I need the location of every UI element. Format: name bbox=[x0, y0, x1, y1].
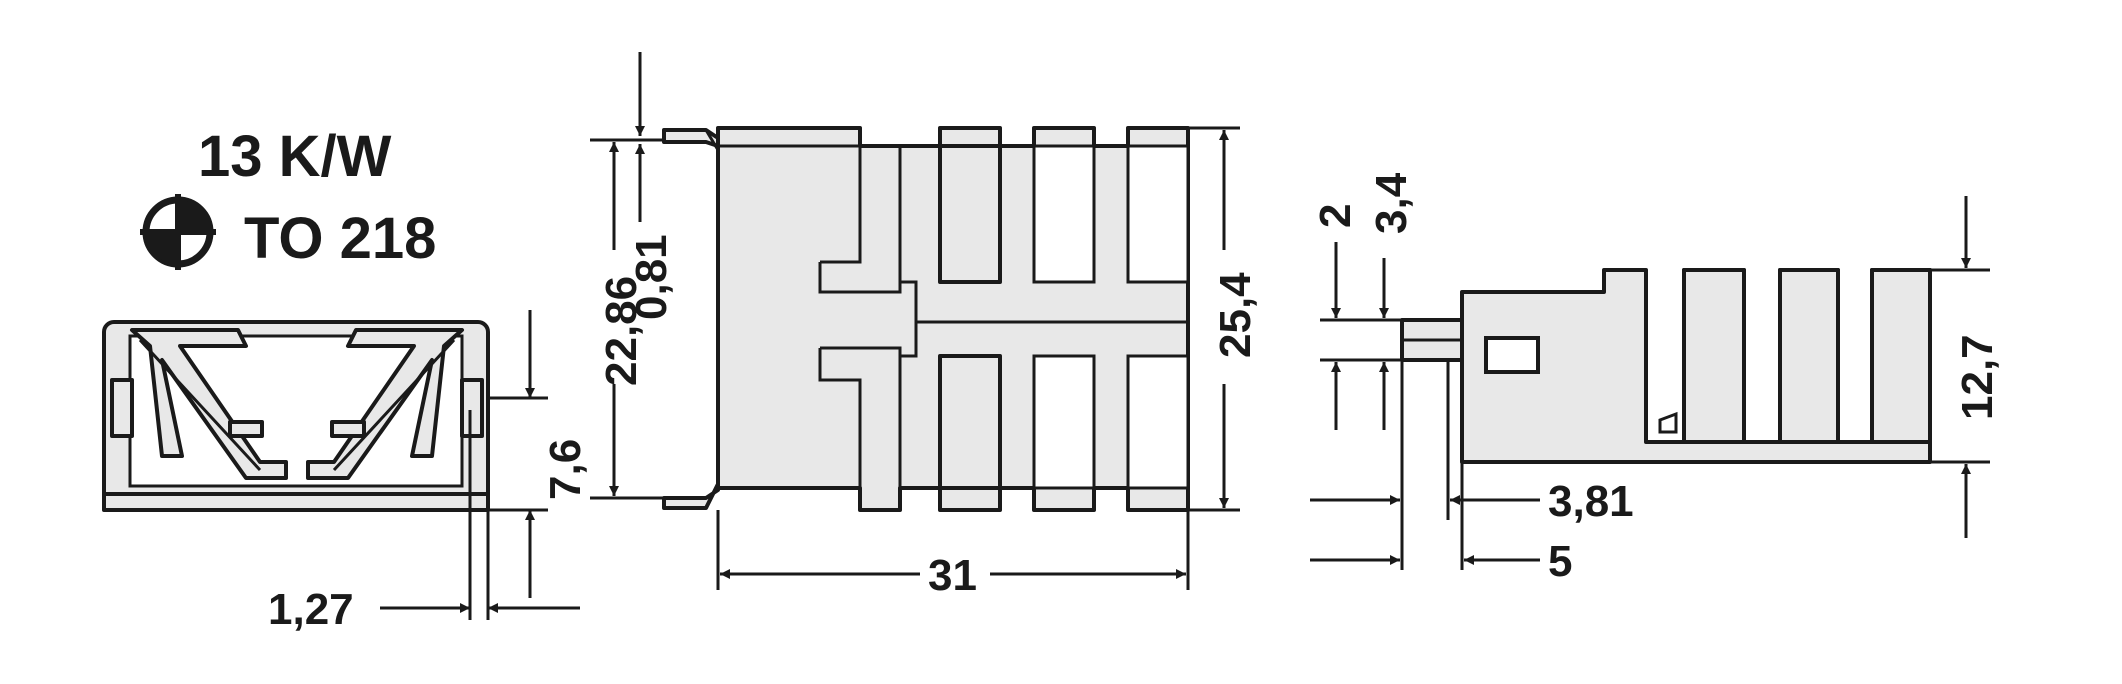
end-pin-width-dim: 2 bbox=[1311, 204, 1360, 228]
side-view-right-clip bbox=[306, 328, 464, 480]
end-view: 2 3,4 12,7 3,81 5 bbox=[1310, 172, 2002, 586]
side-view: 7,6 1,27 bbox=[102, 310, 590, 634]
side-height-dim: 7,6 bbox=[541, 439, 590, 500]
front-pin-thickness-dim: 0,81 bbox=[627, 234, 676, 320]
side-clip-thickness-dim: 1,27 bbox=[268, 585, 354, 634]
side-view-left-tab bbox=[228, 420, 264, 438]
package-label: TO 218 bbox=[244, 206, 436, 271]
end-height-dim: 12,7 bbox=[1953, 334, 2002, 420]
quadrant-cross-icon bbox=[140, 194, 216, 270]
side-view-base bbox=[102, 492, 490, 512]
side-view-left-clip bbox=[130, 328, 288, 480]
end-pin-length-dim: 5 bbox=[1548, 537, 1572, 586]
end-pin-offset-dim: 3,4 bbox=[1367, 172, 1416, 234]
side-view-right-pad bbox=[460, 378, 484, 438]
end-view-window bbox=[1484, 336, 1540, 374]
front-width-dim: 31 bbox=[928, 551, 977, 600]
front-height-dim: 25,4 bbox=[1211, 272, 1260, 358]
side-view-right-tab bbox=[330, 420, 366, 438]
front-pin-spacing-dim: 22,86 bbox=[597, 276, 646, 386]
end-pin-gap-dim: 3,81 bbox=[1548, 477, 1634, 526]
front-view: 22,86 0,81 25,4 31 bbox=[590, 52, 1260, 600]
front-view-bottom-pin bbox=[662, 482, 720, 510]
rating-label: 13 K/W bbox=[198, 124, 392, 189]
side-view-left-pad bbox=[110, 378, 134, 438]
